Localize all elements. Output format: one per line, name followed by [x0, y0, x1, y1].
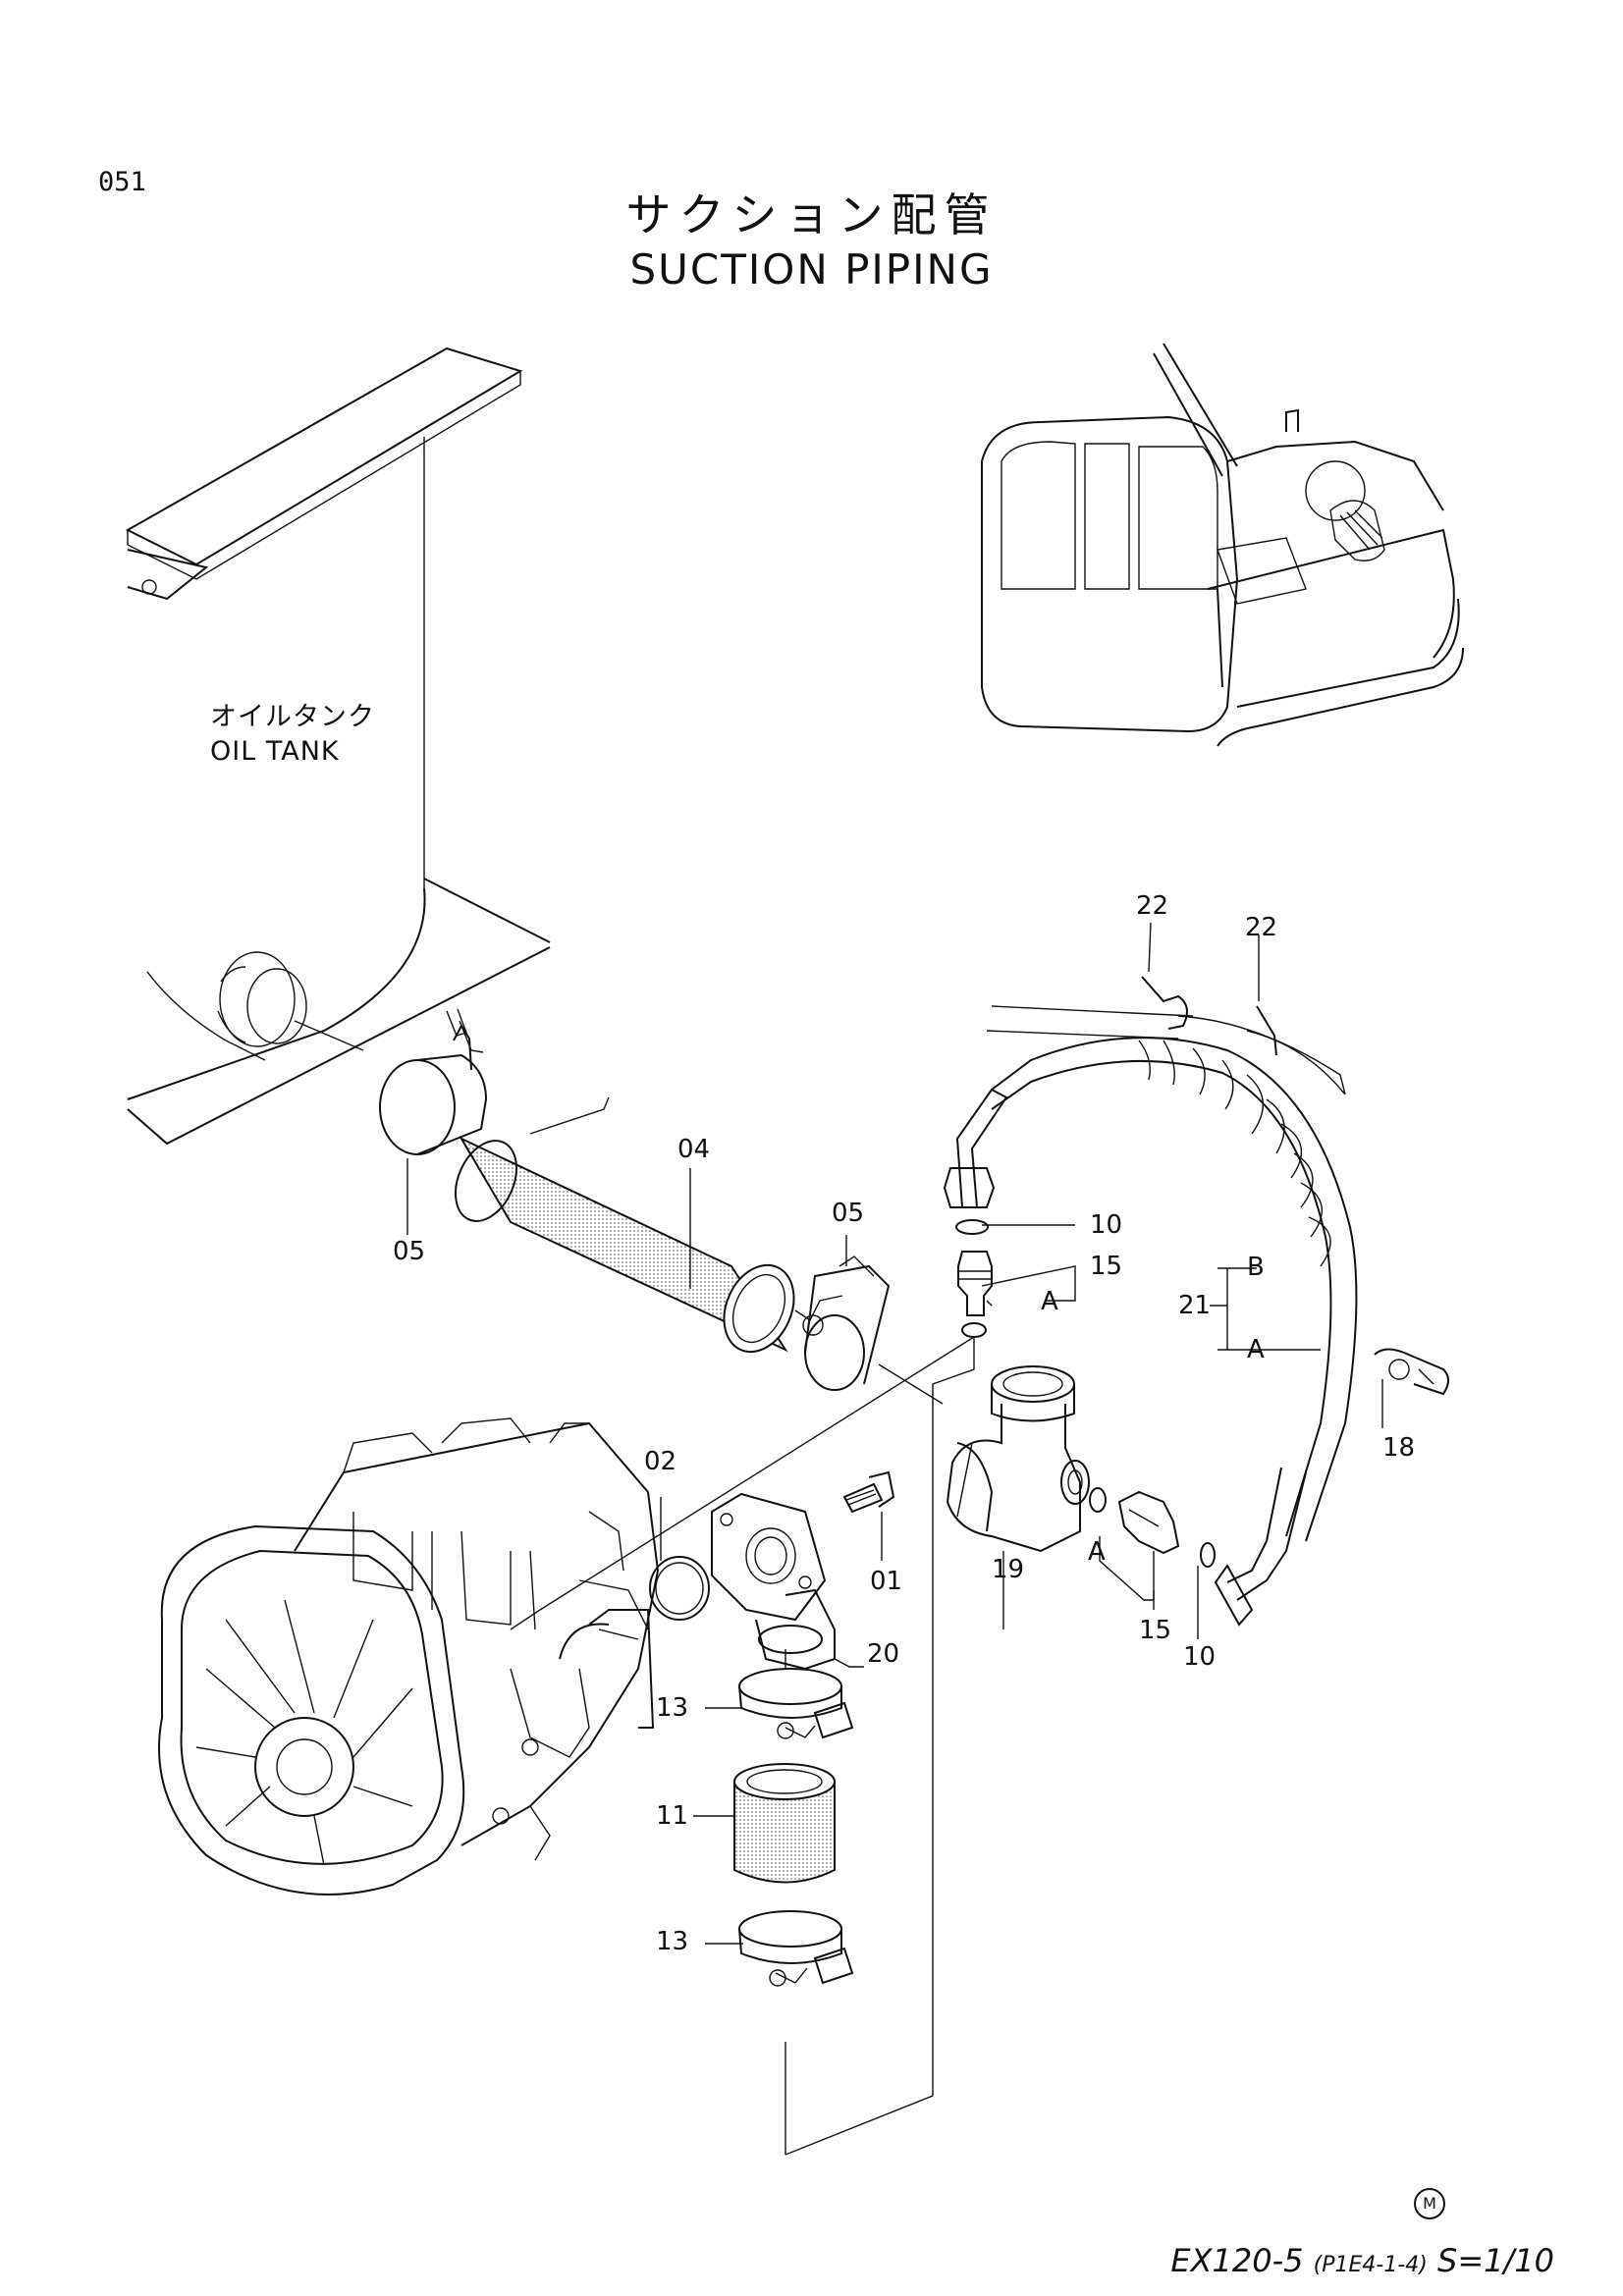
callout-15: 15 — [1090, 1252, 1123, 1281]
callout-04: 04 — [677, 1135, 711, 1164]
short-hose-drawing — [733, 1763, 836, 1884]
pressure-hose-drawing — [943, 1005, 1358, 1627]
leader-lines — [406, 922, 1383, 2156]
callout-19: 19 — [992, 1555, 1025, 1584]
callout-a: A — [1041, 1287, 1058, 1316]
part-code: (P1E4-1-4) — [1313, 2253, 1428, 2277]
adapter-fitting-drawing — [1117, 1490, 1180, 1555]
callout-01: 01 — [870, 1567, 903, 1596]
callout-18: 18 — [1382, 1433, 1416, 1463]
bolt-drawing — [842, 1470, 895, 1514]
hose-clip-drawing — [1374, 1348, 1449, 1396]
band-clamp-drawing — [1141, 976, 1277, 1056]
page-title-jp: サクション配管 — [625, 188, 998, 241]
marking-symbol: M — [1414, 2188, 1445, 2219]
hose-clamp-icon — [379, 1008, 488, 1155]
hydraulic-pump-drawing — [158, 1417, 660, 1896]
oil-tank-label-en: OIL TANK — [210, 736, 340, 767]
callout-b: B — [1247, 1253, 1265, 1282]
tee-fitting-drawing — [946, 1365, 1090, 1553]
o-ring-icon — [955, 1219, 989, 1235]
callout-05: 05 — [832, 1199, 865, 1228]
model-name: EX120-5 — [1170, 2242, 1304, 2279]
o-ring-icon — [961, 1322, 987, 1338]
hose-clamp-icon — [738, 1910, 854, 1987]
callout-11: 11 — [656, 1801, 689, 1831]
callout-22: 22 — [1136, 891, 1169, 921]
callout-13: 13 — [656, 1693, 689, 1723]
page-number: 051 — [98, 167, 146, 197]
excavator-overview-icon — [981, 343, 1464, 747]
callout-02: 02 — [644, 1447, 677, 1476]
callout-22: 22 — [1245, 913, 1278, 942]
hose-clamp-icon — [794, 1255, 891, 1391]
oil-tank-drawing — [125, 347, 551, 1146]
callout-20: 20 — [867, 1639, 900, 1669]
o-ring-icon — [649, 1556, 710, 1621]
callout-21: 21 — [1178, 1291, 1212, 1320]
adapter-fitting-drawing — [957, 1251, 993, 1316]
elbow-fitting-drawing — [711, 1492, 836, 1671]
callout-10: 10 — [1183, 1642, 1217, 1672]
callout-13: 13 — [656, 1927, 689, 1956]
page-title-en: SUCTION PIPING — [629, 245, 994, 294]
oil-tank-label-jp: オイルタンク — [210, 702, 375, 732]
callout-a: A — [1088, 1537, 1106, 1567]
suction-hose-drawing — [455, 1136, 795, 1354]
o-ring-icon — [1089, 1487, 1107, 1513]
hose-clamp-icon — [738, 1668, 854, 1739]
o-ring-icon — [1200, 1542, 1216, 1568]
callout-10: 10 — [1090, 1210, 1123, 1240]
callout-15: 15 — [1139, 1616, 1172, 1645]
callout-05: 05 — [393, 1237, 426, 1266]
drawing-scale: S=1/10 — [1437, 2242, 1554, 2279]
model-code: EX120-5 (P1E4-1-4) S=1/10 — [1170, 2245, 1554, 2276]
callout-a: A — [1247, 1335, 1265, 1364]
